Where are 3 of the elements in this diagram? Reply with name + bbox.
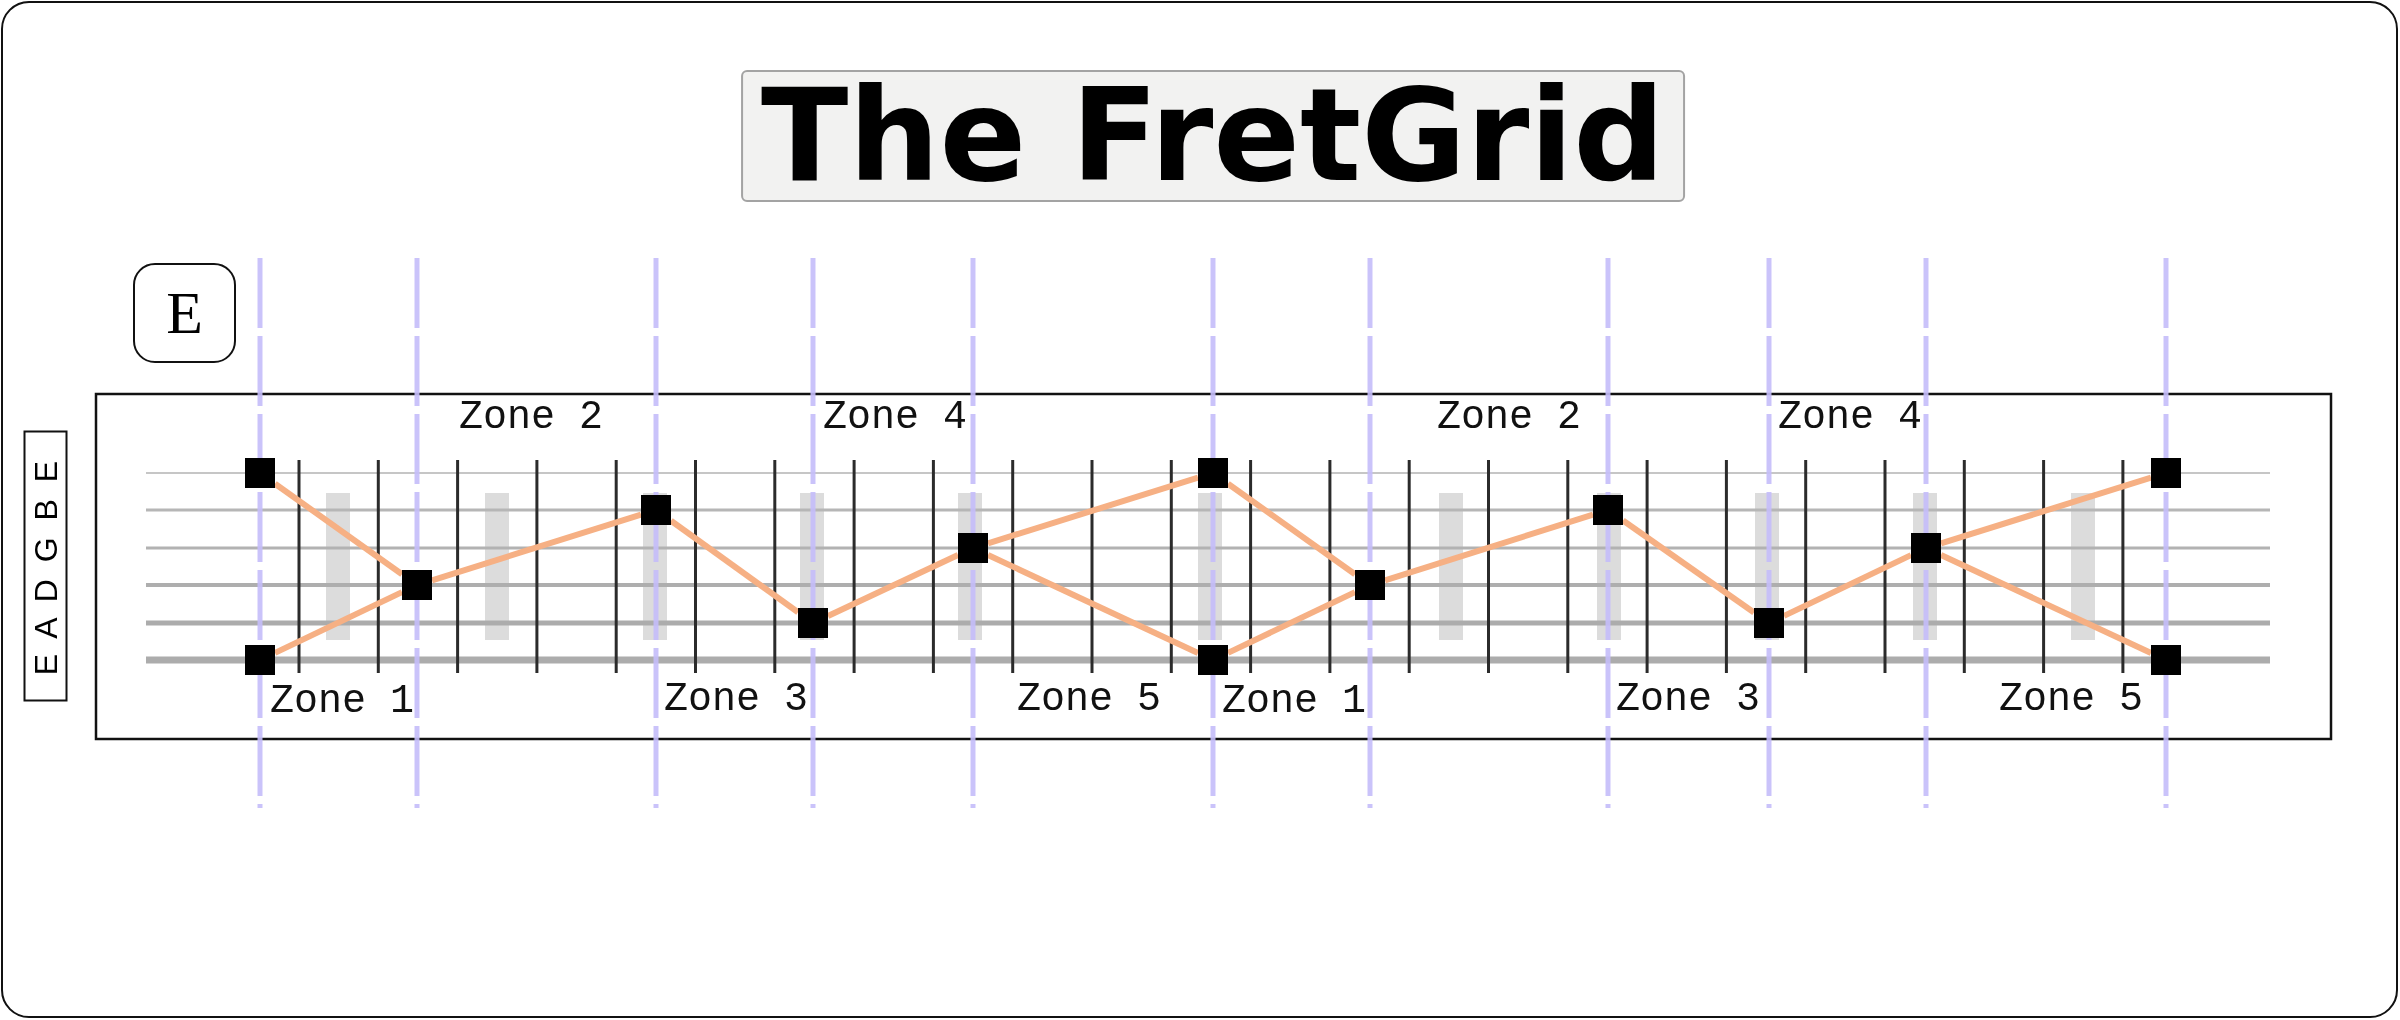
key-tag: E (133, 263, 236, 363)
tuning-tag: E A D G B E (23, 430, 67, 702)
title: The FretGrid (741, 70, 1685, 202)
